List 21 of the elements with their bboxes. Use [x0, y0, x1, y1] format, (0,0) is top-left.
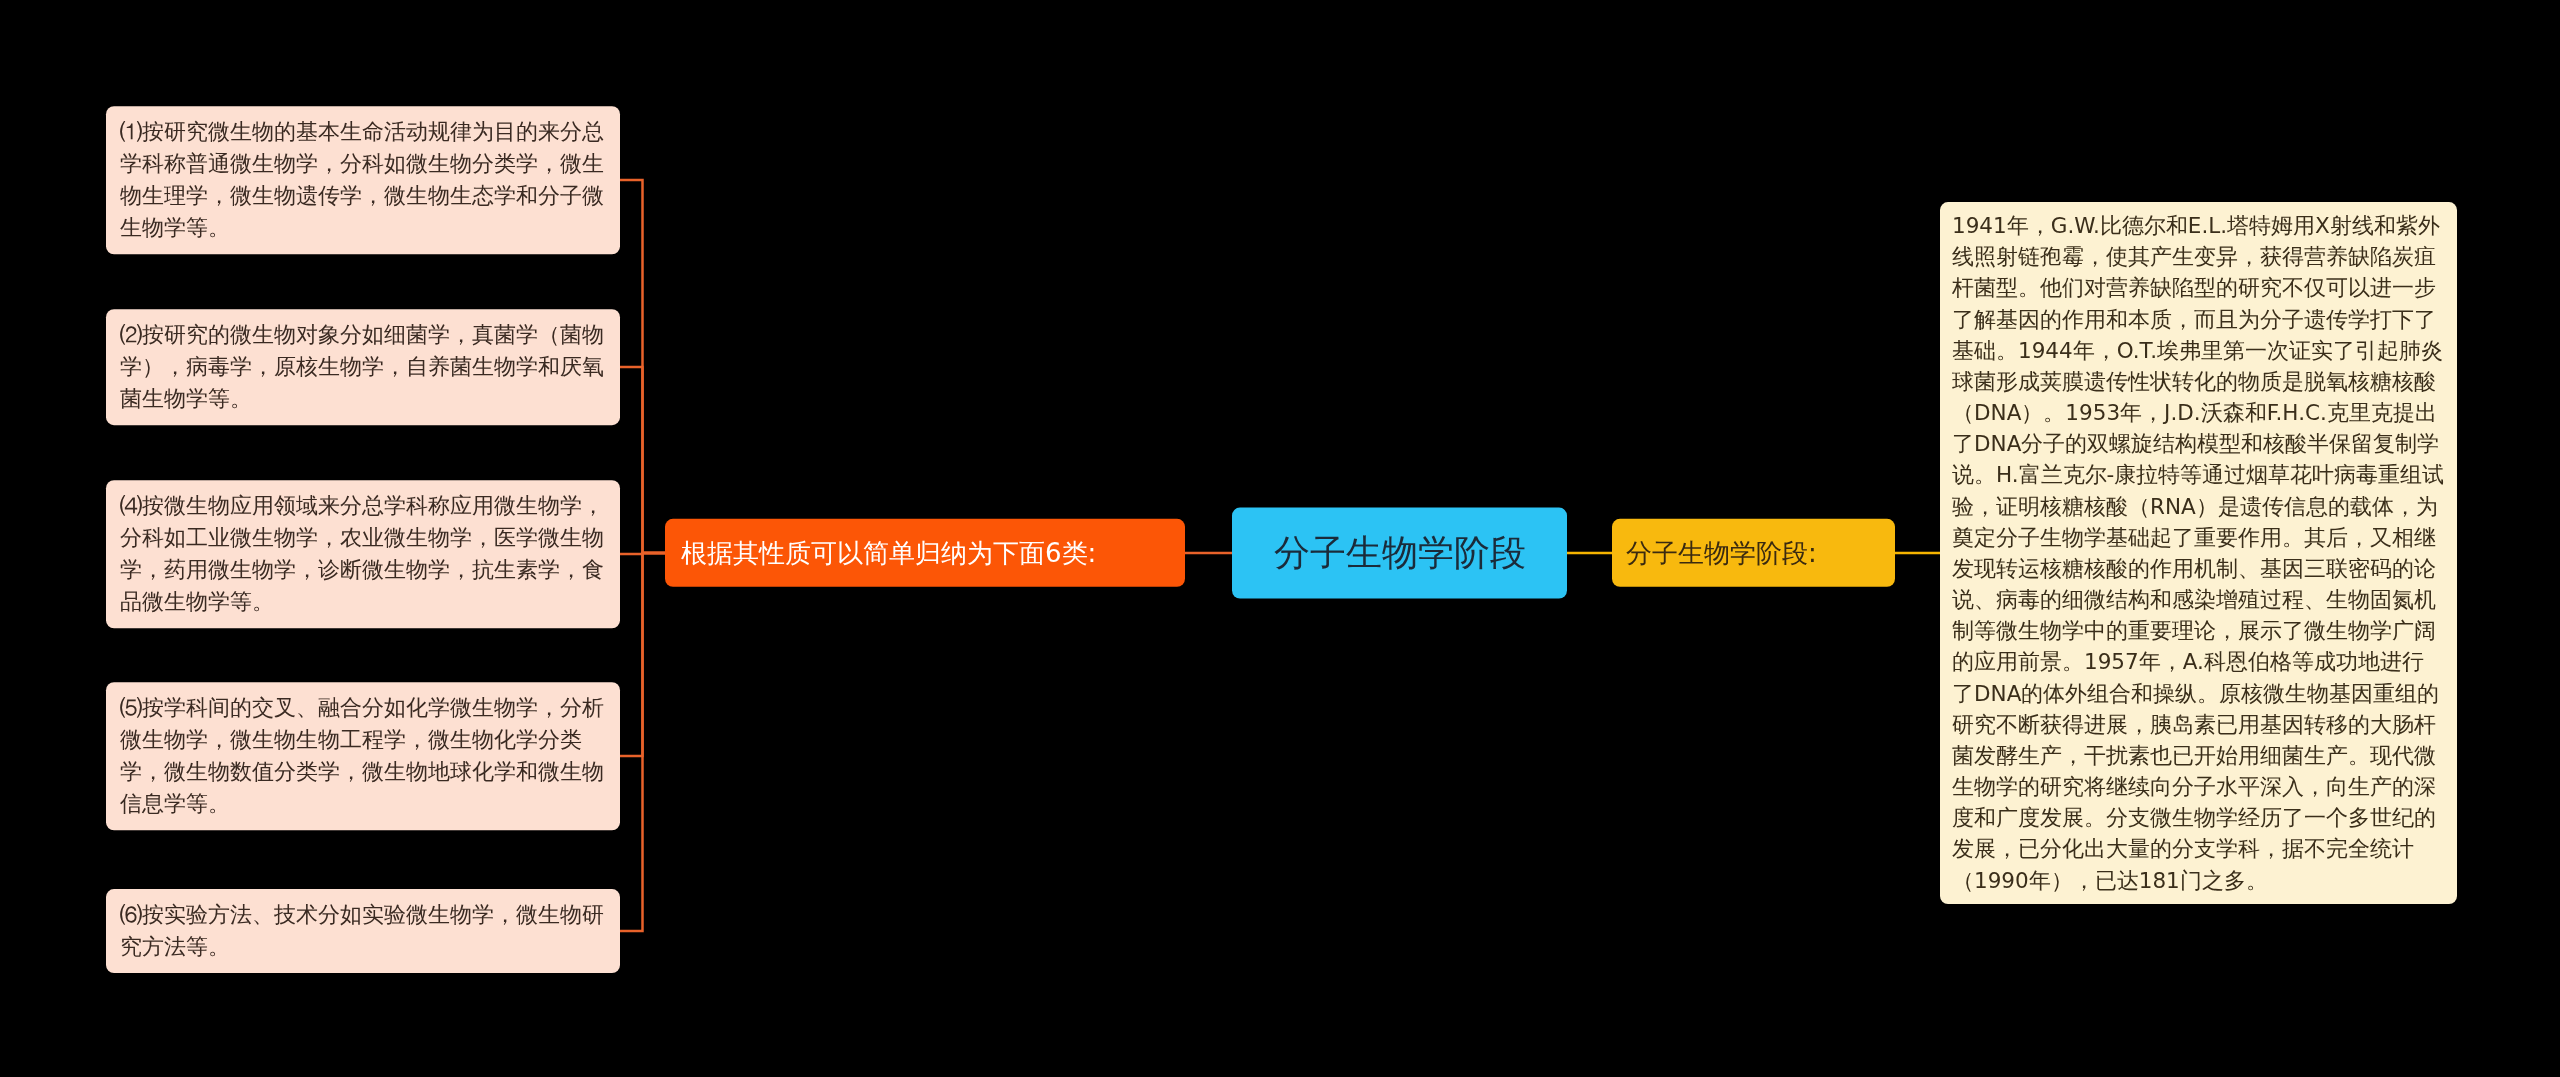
connector-line: [1185, 551, 1232, 555]
branch-topic-box: [665, 518, 1185, 588]
central-topic-box: [1232, 507, 1567, 599]
topic-text: ⑵按研究的微生物对象分如细菌学，真菌学（菌物学），病毒学，原核生物学，自养菌生物学和厌氧菌生物学等。: [120, 321, 605, 413]
subtopic-box: [106, 106, 620, 254]
topic-text: ⑷按微生物应用领域来分总学科称应用微生物学，分科如工业微生物学，农业微生物学，医学微生物学，药用微生物学，诊断微生物学，抗生素学，食品微生物学等。: [120, 492, 605, 616]
connector-line: [1895, 551, 1940, 555]
topic-text: 分子生物学阶段: [1272, 530, 1527, 575]
subtopic-box: [106, 889, 620, 973]
subtopic-box: [106, 480, 620, 628]
topic-text: ⑸按学科间的交叉、融合分如化学微生物学，分析微生物学，微生物生物工程学，微生物化学分类学，微生物数值分类学，微生物地球化学和微生物信息学等。: [120, 694, 605, 818]
branch-topic-box: [1612, 518, 1895, 588]
subtopic-box: [106, 682, 620, 830]
subtopic-box: [106, 309, 620, 425]
topic-text: ⑴按研究微生物的基本生命活动规律为目的来分总学科称普通微生物学，分科如微生物分类学，微生物生理学，微生物遗传学，微生物生态学和分子微生物学等。: [120, 118, 605, 242]
connector-line: [620, 551, 665, 933]
topic-text: ⑹按实验方法、技术分如实验微生物学，微生物研究方法等。: [120, 901, 605, 961]
topic-text: 根据其性质可以简单归纳为下面6类:: [681, 536, 1098, 570]
topic-text: 分子生物学阶段:: [1626, 536, 1818, 570]
connector-line: [1567, 551, 1612, 555]
topic-text: 1941年，G.W.比德尔和E.L.塔特姆用X射线和紫外线照射链孢霉，使其产生变异，获得营养缺陷炭疽杆菌型。他们对营养缺陷型的研究不仅可以进一步了解基因的作用和本质，而且为分子遗传学打下了基础。1944年，O.T.埃弗里第一次证实了引起肺炎球菌形成荚膜遗传性状转化的物质是脱氧核糖核酸（DNA）。1953年，J.D.沃森和F.H.C.克里克提出了DNA分子的双螺旋结构模型和核酸半保留复制学说。H.富兰克尔-康拉特等通过烟草花叶病毒重组试验，证明核糖核酸（RNA）是遗传信息的载体，为奠定分子生物学基础起了重要作用。其后，又相继发现转运核糖核酸的作用机制、基因三联密码的论说、病毒的细微结构和感染增殖过程、生物固氮机制等微生物学中的重要理论，展示了微生物学广阔的应用前景。1957年，A.科恩伯格等成功地进行了DNA的体外组合和操纵。原核微生物基因重组的研究不断获得进展，胰岛素已用基因转移的大肠杆菌发酵生产，干扰素也已开始用细菌生产。现代微生物学的研究将继续向分子水平深入，向生产的深度和广度发展。分支微生物学经历了一个多世纪的发展，已分化出大量的分支学科，据不完全统计（1990年），已达181门之多。: [1952, 212, 2445, 895]
